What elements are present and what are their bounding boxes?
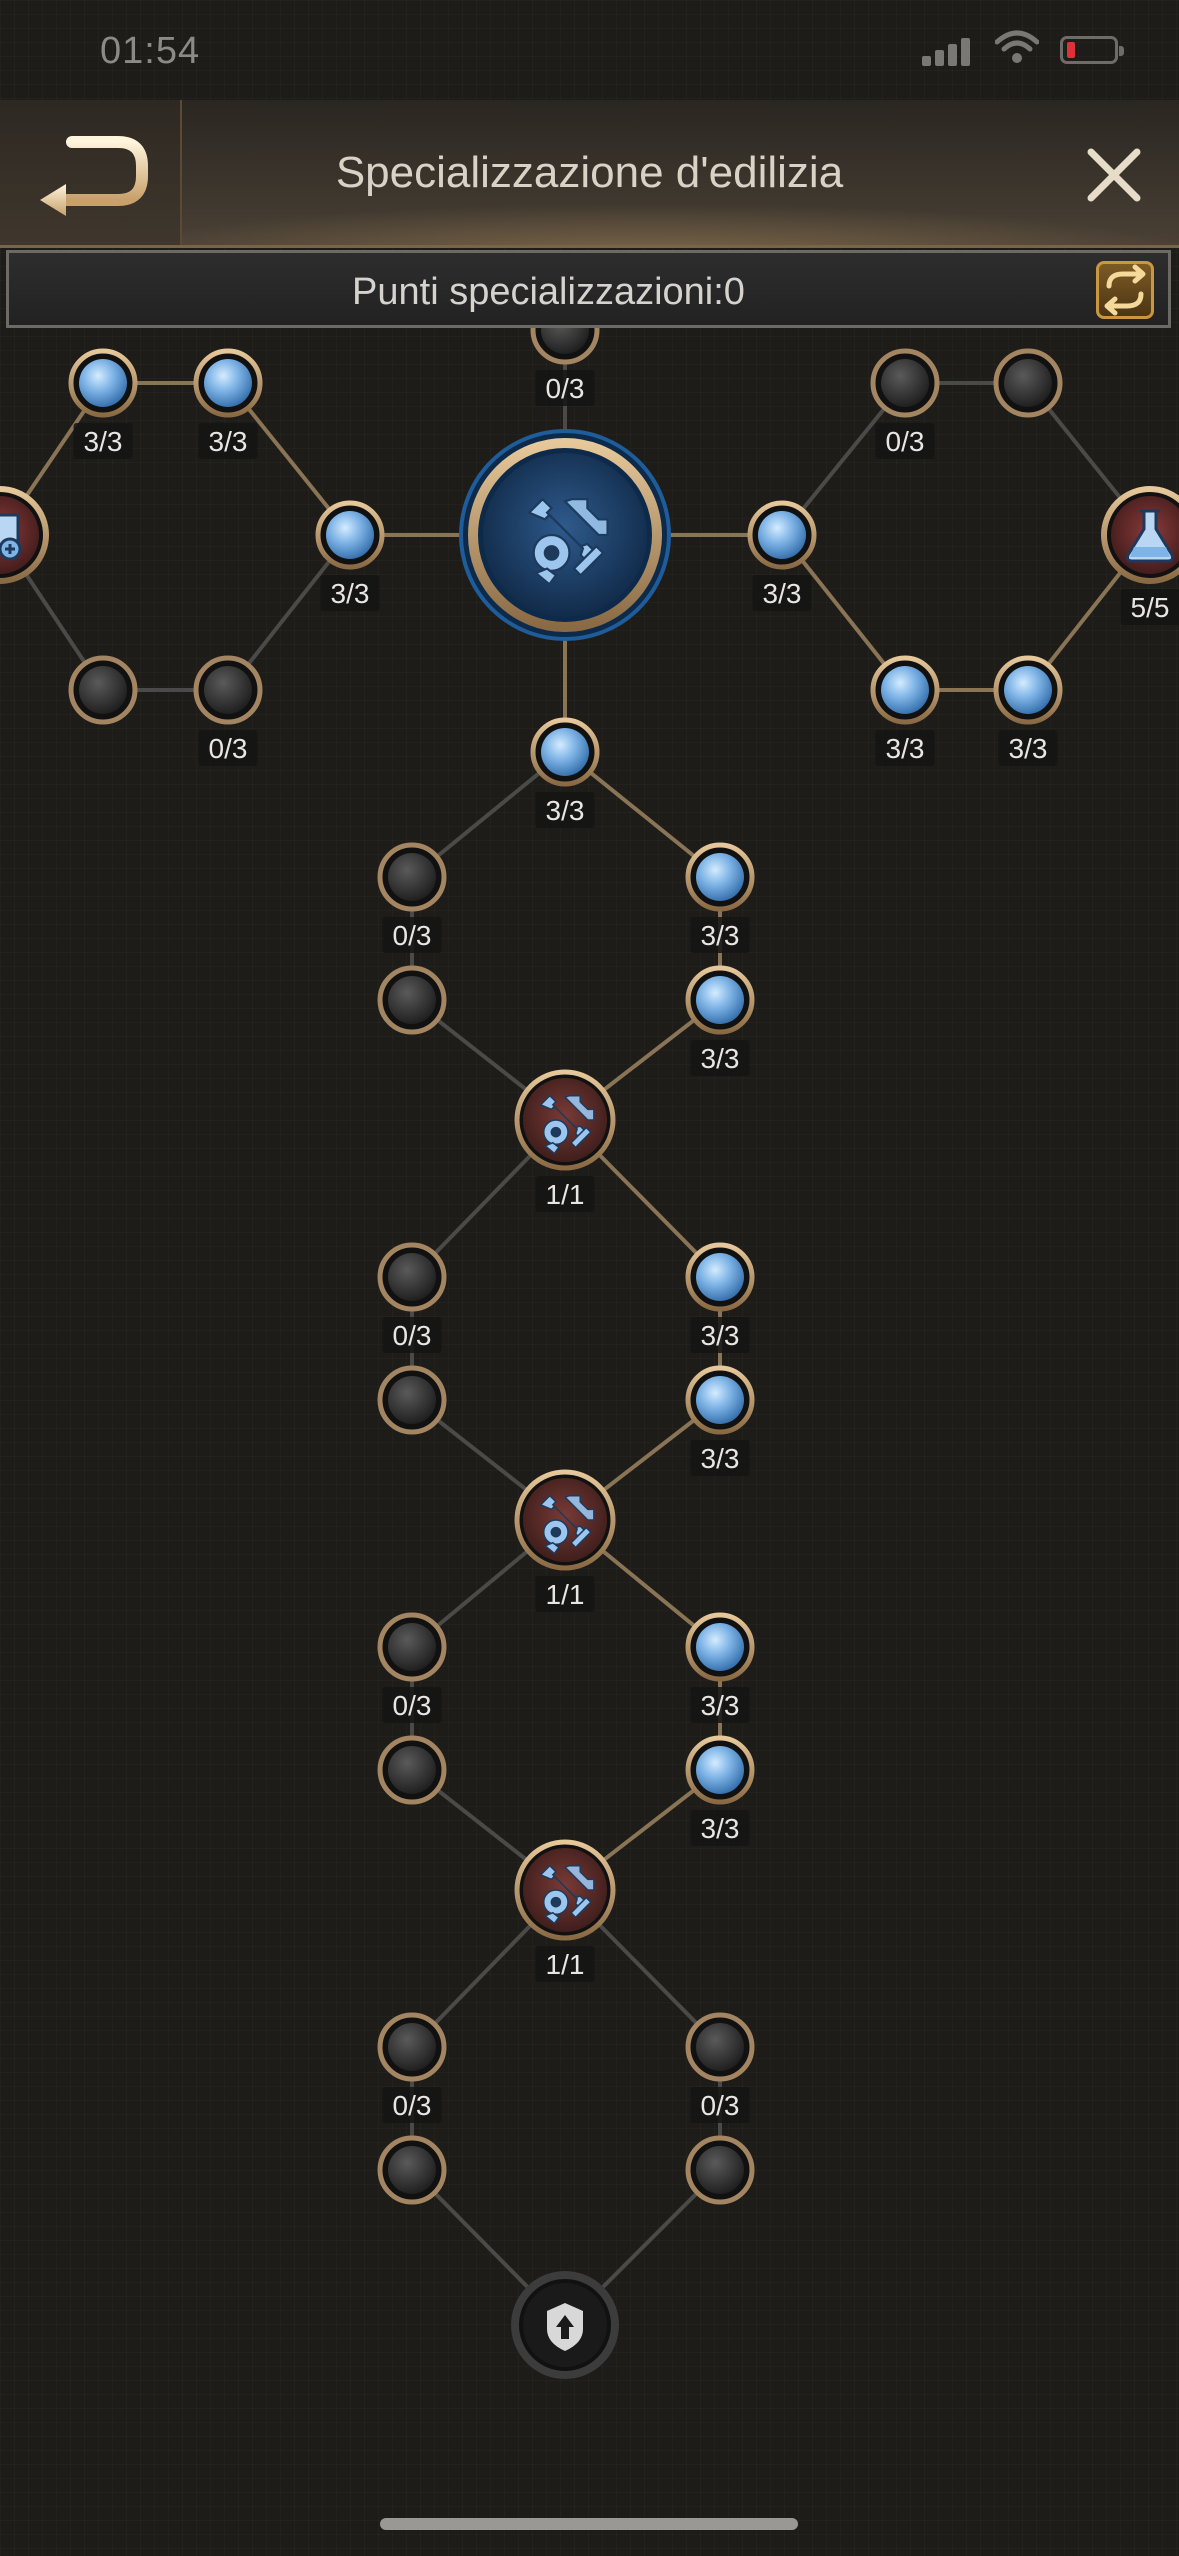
skill-node-left-4[interactable]: [68, 655, 138, 725]
skill-node-left-5[interactable]: 0/3: [193, 655, 263, 766]
skill-node-b2-left-a[interactable]: 0/3: [377, 1242, 447, 1353]
skill-node-b1-left-b[interactable]: [377, 965, 447, 1035]
close-button[interactable]: [1079, 140, 1149, 210]
skill-node-b3-right-b[interactable]: 3/3: [685, 1735, 755, 1846]
back-button[interactable]: [0, 100, 182, 245]
node-level-label: 1/1: [546, 1579, 585, 1610]
node-level-label: 3/3: [701, 1690, 740, 1721]
header-bar: Specializzazione d'edilizia: [0, 100, 1179, 248]
node-level-label: 3/3: [84, 426, 123, 457]
skill-node-b4-left-b[interactable]: [377, 2135, 447, 2205]
skill-node-left-1[interactable]: 3/3: [68, 348, 138, 459]
back-arrow-icon: [40, 136, 148, 216]
node-level-label: 0/3: [209, 733, 248, 764]
skill-node-left-2[interactable]: 3/3: [193, 348, 263, 459]
node-level-label: 1/1: [546, 1949, 585, 1980]
node-level-label: 3/3: [701, 1813, 740, 1844]
node-level-label: 3/3: [331, 578, 370, 609]
skill-node-b4-left-a[interactable]: 0/3: [377, 2012, 447, 2123]
skill-node-left-edge[interactable]: [0, 486, 49, 584]
node-level-label: 3/3: [886, 733, 925, 764]
skill-node-center-hub[interactable]: [459, 429, 671, 641]
node-level-label: 3/3: [1009, 733, 1048, 764]
node-level-label: 0/3: [393, 1320, 432, 1351]
skill-node-right-3[interactable]: [993, 348, 1063, 418]
close-icon: [1087, 148, 1141, 202]
skill-node-b2-right-b[interactable]: 3/3: [685, 1365, 755, 1476]
home-indicator[interactable]: [380, 2518, 798, 2530]
skill-node-trunk-1[interactable]: 3/3: [530, 717, 600, 828]
node-level-label: 5/5: [1131, 592, 1170, 623]
skill-node-b2-right-a[interactable]: 3/3: [685, 1242, 755, 1353]
skill-node-b2-left-b[interactable]: [377, 1365, 447, 1435]
wifi-icon: [995, 30, 1039, 63]
skill-node-right-edge[interactable]: 5/5: [1101, 486, 1179, 625]
skill-node-gear-3[interactable]: 1/1: [514, 1839, 616, 1982]
battery-level: [1067, 42, 1075, 58]
skill-node-left-3[interactable]: 3/3: [315, 500, 385, 611]
node-level-label: 1/1: [546, 1179, 585, 1210]
skill-node-b4-right-a[interactable]: 0/3: [685, 2012, 755, 2123]
node-level-label: 0/3: [393, 920, 432, 951]
node-level-label: 3/3: [209, 426, 248, 457]
node-level-label: 0/3: [701, 2090, 740, 2121]
shield-arrow-icon: [547, 2303, 583, 2351]
header-glow: [0, 195, 1179, 245]
skill-node-gear-2[interactable]: 1/1: [514, 1469, 616, 1612]
node-level-label: 0/3: [393, 2090, 432, 2121]
skill-node-right-4[interactable]: 3/3: [870, 655, 940, 766]
skill-node-right-1[interactable]: 3/3: [747, 500, 817, 611]
node-level-label: 0/3: [546, 373, 585, 404]
skill-node-b1-right-b[interactable]: 3/3: [685, 965, 755, 1076]
skill-node-b3-left-a[interactable]: 0/3: [377, 1612, 447, 1723]
node-level-label: 3/3: [763, 578, 802, 609]
skill-node-b3-left-b[interactable]: [377, 1735, 447, 1805]
skill-node-gear-1[interactable]: 1/1: [514, 1069, 616, 1212]
skill-node-right-5[interactable]: 3/3: [993, 655, 1063, 766]
skill-node-right-2[interactable]: 0/3: [870, 348, 940, 459]
status-bar: 01:54: [0, 0, 1179, 100]
node-level-label: 0/3: [393, 1690, 432, 1721]
skill-node-b4-right-b[interactable]: [685, 2135, 755, 2205]
skill-node-b3-right-a[interactable]: 3/3: [685, 1612, 755, 1723]
node-level-label: 0/3: [886, 426, 925, 457]
node-level-label: 3/3: [546, 795, 585, 826]
skill-node-b1-left-a[interactable]: 0/3: [377, 842, 447, 953]
cellular-signal-icon: [922, 36, 974, 66]
specialization-points-bar: Punti specializzazioni:0: [6, 250, 1171, 328]
reset-swap-icon: [1104, 264, 1146, 316]
flask-icon: [1126, 509, 1174, 563]
node-level-label: 3/3: [701, 1043, 740, 1074]
node-level-label: 3/3: [701, 920, 740, 951]
node-level-label: 3/3: [701, 1443, 740, 1474]
node-level-label: 3/3: [701, 1320, 740, 1351]
status-time: 01:54: [100, 30, 201, 72]
battery-icon: [1060, 36, 1124, 64]
reset-button[interactable]: [1096, 261, 1154, 319]
building-plus-icon: [0, 513, 22, 561]
skill-node-final-node[interactable]: [511, 2271, 619, 2379]
skill-node-b1-right-a[interactable]: 3/3: [685, 842, 755, 953]
specialization-points-label: Punti specializzazioni:0: [352, 271, 745, 313]
page-title: Specializzazione d'edilizia: [335, 148, 844, 197]
